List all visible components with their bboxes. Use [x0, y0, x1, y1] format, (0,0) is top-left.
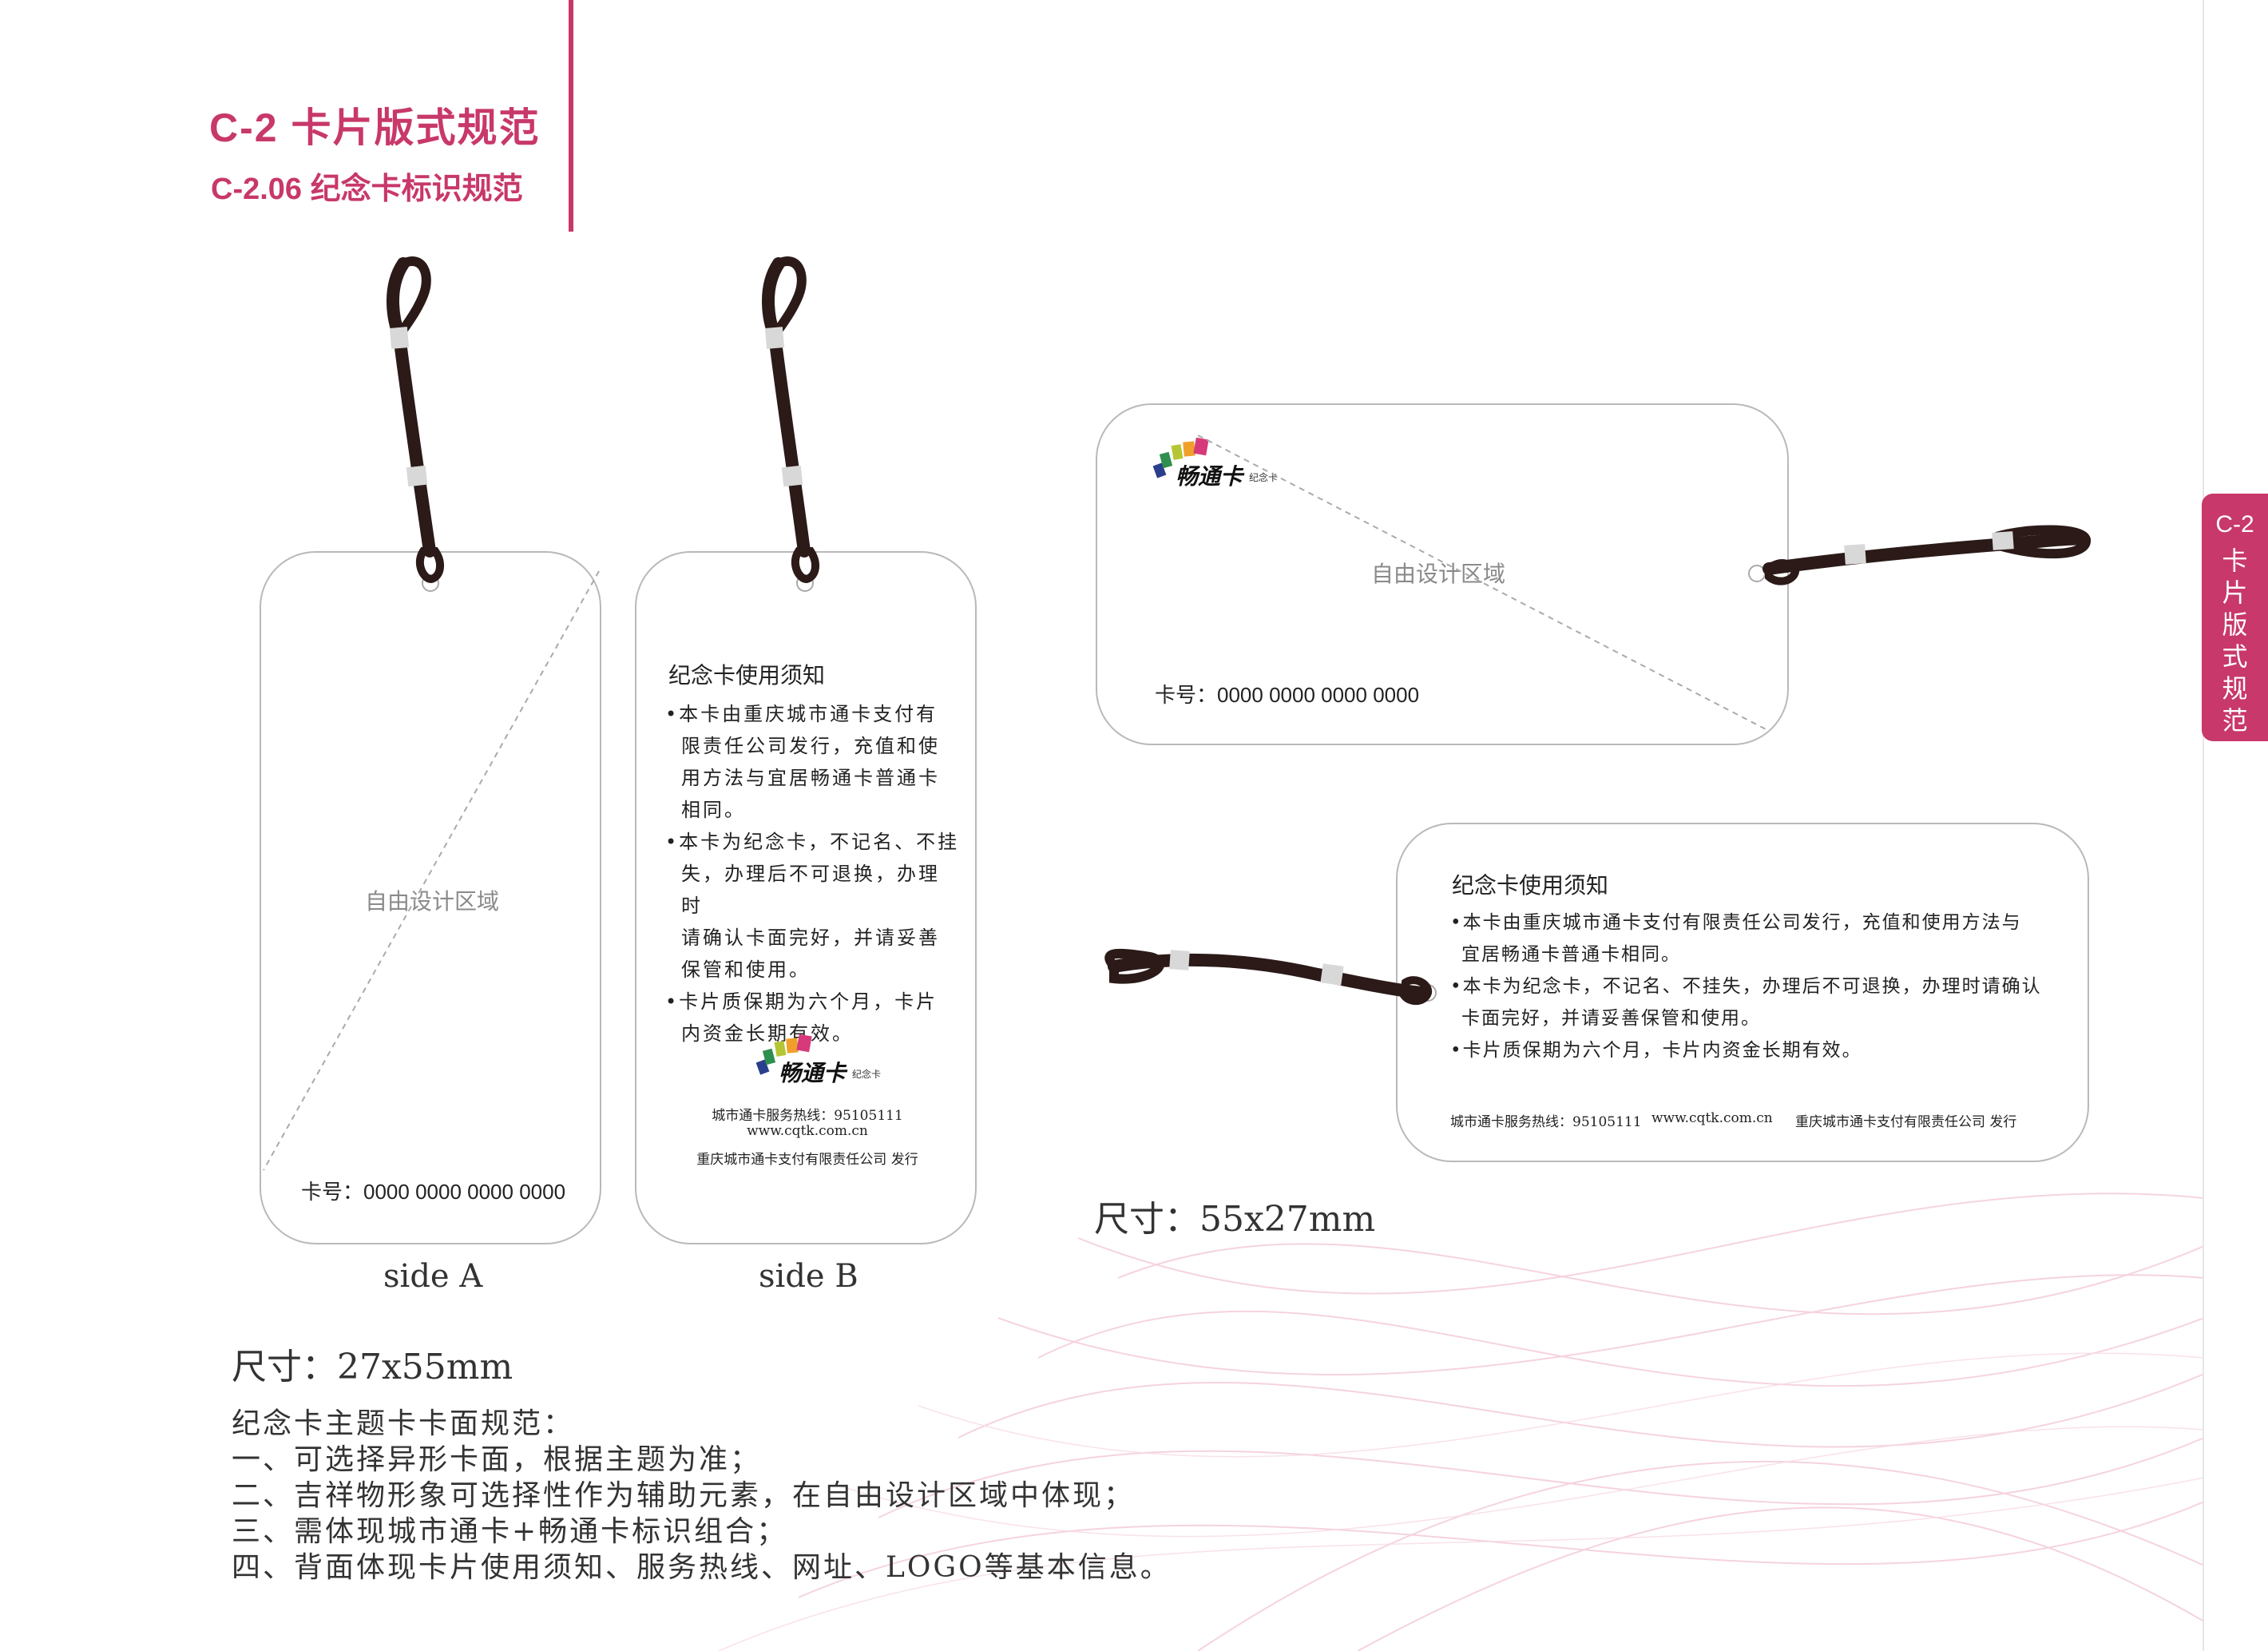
notice-line: •本卡为纪念卡，不记名、不挂失，办理后不可退换，办理时请确认 [1450, 976, 2042, 997]
notice-line: •本卡由重庆城市通卡支付有限责任公司发行，充值和使用方法与 [1450, 912, 2022, 933]
size-vertical: 尺寸：27x55mm [232, 1347, 513, 1387]
subsection-title: C-2.06 纪念卡标识规范 [211, 173, 523, 206]
notice-line: •卡片质保期为六个月，卡片内资金长期有效。 [1450, 1040, 1862, 1061]
card-side-a: 自由设计区域 卡号：0000 0000 0000 0000 [260, 551, 601, 1244]
brand-logo: 畅通卡 纪念卡 [756, 1032, 916, 1088]
brand-logo: 畅通卡 纪念卡 [1153, 435, 1313, 491]
logo-mark-icon [1153, 437, 1209, 478]
page-edge-line [2203, 0, 2204, 1651]
lanyard-cord-d [1104, 948, 1433, 1006]
section-title: C-2 卡片版式规范 [209, 105, 541, 150]
design-area-divider [263, 570, 600, 1171]
card-number: 卡号：0000 0000 0000 0000 [301, 1180, 566, 1204]
hotline: 城市通卡服务热线：95105111 [712, 1108, 903, 1124]
hotline: 城市通卡服务热线：95105111 [1450, 1114, 1642, 1130]
notice-line: 限责任公司发行，充值和使 [681, 735, 940, 757]
design-area-divider [1197, 435, 1770, 732]
notice-title: 纪念卡使用须知 [1452, 872, 1609, 899]
notice-list: •本卡由重庆城市通卡支付有 限责任公司发行，充值和使 用方法与宜居畅通卡普通卡 … [665, 698, 961, 1050]
rule-item: 二、吉祥物形象可选择性作为辅助元素，在自由设计区域中体现； [232, 1479, 1136, 1512]
notice-list: •本卡由重庆城市通卡支付有限责任公司发行，充值和使用方法与 宜居畅通卡普通卡相同… [1450, 907, 2073, 1066]
chapter-tab-code: C-2 [2215, 511, 2254, 538]
card-horizontal-back: 纪念卡使用须知 •本卡由重庆城市通卡支付有限责任公司发行，充值和使用方法与 宜居… [1396, 823, 2089, 1162]
notice-title: 纪念卡使用须知 [668, 662, 826, 689]
header-divider [569, 0, 573, 232]
notice-line: 失，办理后不可退换，办理时 [681, 863, 940, 917]
chapter-tab-label: 卡片版式规范 [2222, 546, 2248, 735]
notice-line: 用方法与宜居畅通卡普通卡 [681, 767, 940, 789]
notice-line: •本卡由重庆城市通卡支付有 [665, 703, 938, 725]
notice-line: •卡片质保期为六个月，卡片 [665, 990, 938, 1013]
lanyard-cord-c [1762, 525, 2091, 585]
logo-brand: 畅通卡 [779, 1061, 847, 1085]
logo-sub: 纪念卡 [1249, 472, 1279, 483]
notice-line: 宜居畅通卡普通卡相同。 [1461, 944, 1681, 965]
website-link: www.cqtk.com.cn [747, 1123, 868, 1139]
issuer: 重庆城市通卡支付有限责任公司 发行 [696, 1152, 918, 1168]
rule-item: 三、需体现城市通卡+畅通卡标识组合； [232, 1515, 788, 1548]
logo-mark-icon [756, 1034, 812, 1075]
card-horizontal-front: 畅通卡 纪念卡 自由设计区域 卡号：0000 0000 0000 0000 [1096, 403, 1789, 745]
caption-side-a: side A [383, 1258, 483, 1295]
logo-sub: 纪念卡 [852, 1069, 882, 1080]
design-area-label: 自由设计区域 [365, 889, 500, 914]
notice-line: 内资金长期有效。 [681, 1022, 854, 1045]
notice-line: 请确认卡面完好，并请妥善 [681, 927, 940, 949]
size-horizontal: 尺寸：55x27mm [1094, 1199, 1376, 1240]
card-number: 卡号：0000 0000 0000 0000 [1155, 683, 1420, 707]
lanyard-cord-b [762, 256, 819, 584]
notice-line: •本卡为纪念卡，不记名、不挂 [665, 831, 960, 853]
issuer: 重庆城市通卡支付有限责任公司 发行 [1795, 1114, 2017, 1130]
card-hole [1748, 565, 1766, 582]
caption-side-b: side B [759, 1258, 858, 1295]
notice-line: 保管和使用。 [681, 958, 811, 981]
rules-title: 纪念卡主题卡卡面规范： [232, 1407, 575, 1440]
rule-item: 四、背面体现卡片使用须知、服务热线、网址、LOGO等基本信息。 [232, 1551, 1172, 1584]
website-link: www.cqtk.com.cn [1651, 1110, 1773, 1126]
card-side-b: 纪念卡使用须知 •本卡由重庆城市通卡支付有 限责任公司发行，充值和使 用方法与宜… [635, 551, 977, 1244]
notice-line: 卡面完好，并请妥善保管和使用。 [1461, 1008, 1761, 1029]
logo-brand: 畅通卡 [1176, 464, 1243, 489]
rule-item: 一、可选择异形卡面，根据主题为准； [232, 1443, 762, 1476]
notice-line: 相同。 [681, 799, 746, 821]
chapter-tab[interactable]: C-2 卡片版式规范 [2202, 494, 2268, 741]
rules-block: 纪念卡主题卡卡面规范： 一、可选择异形卡面，根据主题为准； 二、吉祥物形象可选择… [232, 1406, 1172, 1586]
lanyard-cord-a [387, 256, 444, 584]
design-area-label: 自由设计区域 [1371, 562, 1506, 586]
